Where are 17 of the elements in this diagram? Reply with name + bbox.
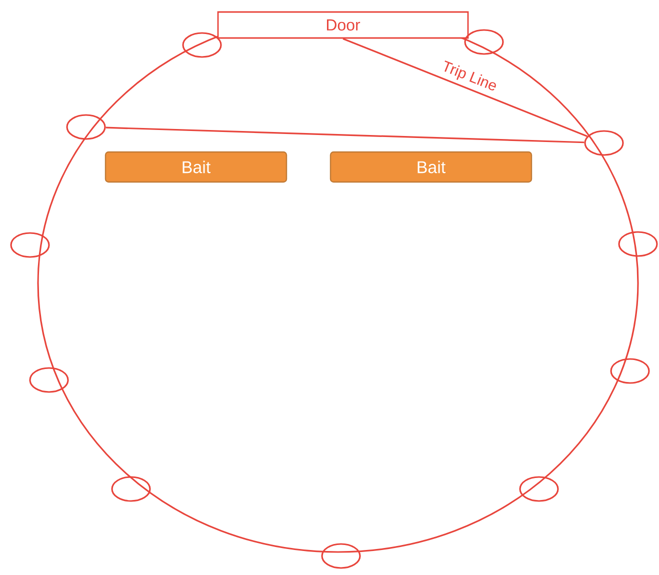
stake-ellipse bbox=[519, 476, 559, 502]
door-box: Door bbox=[217, 11, 469, 39]
trip-line bbox=[342, 38, 588, 138]
bait-box: Bait bbox=[104, 151, 288, 183]
edge-label: Trip Line bbox=[438, 58, 500, 96]
trip-line bbox=[106, 126, 584, 144]
stake-ellipse bbox=[29, 367, 69, 393]
stake-ellipse bbox=[10, 232, 50, 258]
stake-ellipse bbox=[610, 358, 650, 384]
stake-ellipse bbox=[584, 130, 624, 156]
stake-ellipse bbox=[182, 32, 222, 58]
bait-box: Bait bbox=[330, 151, 532, 183]
stake-ellipse bbox=[464, 29, 504, 55]
stake-ellipse bbox=[321, 543, 361, 569]
stake-ellipse bbox=[618, 231, 658, 257]
stake-ellipse bbox=[66, 114, 106, 140]
stake-ellipse bbox=[111, 476, 151, 502]
